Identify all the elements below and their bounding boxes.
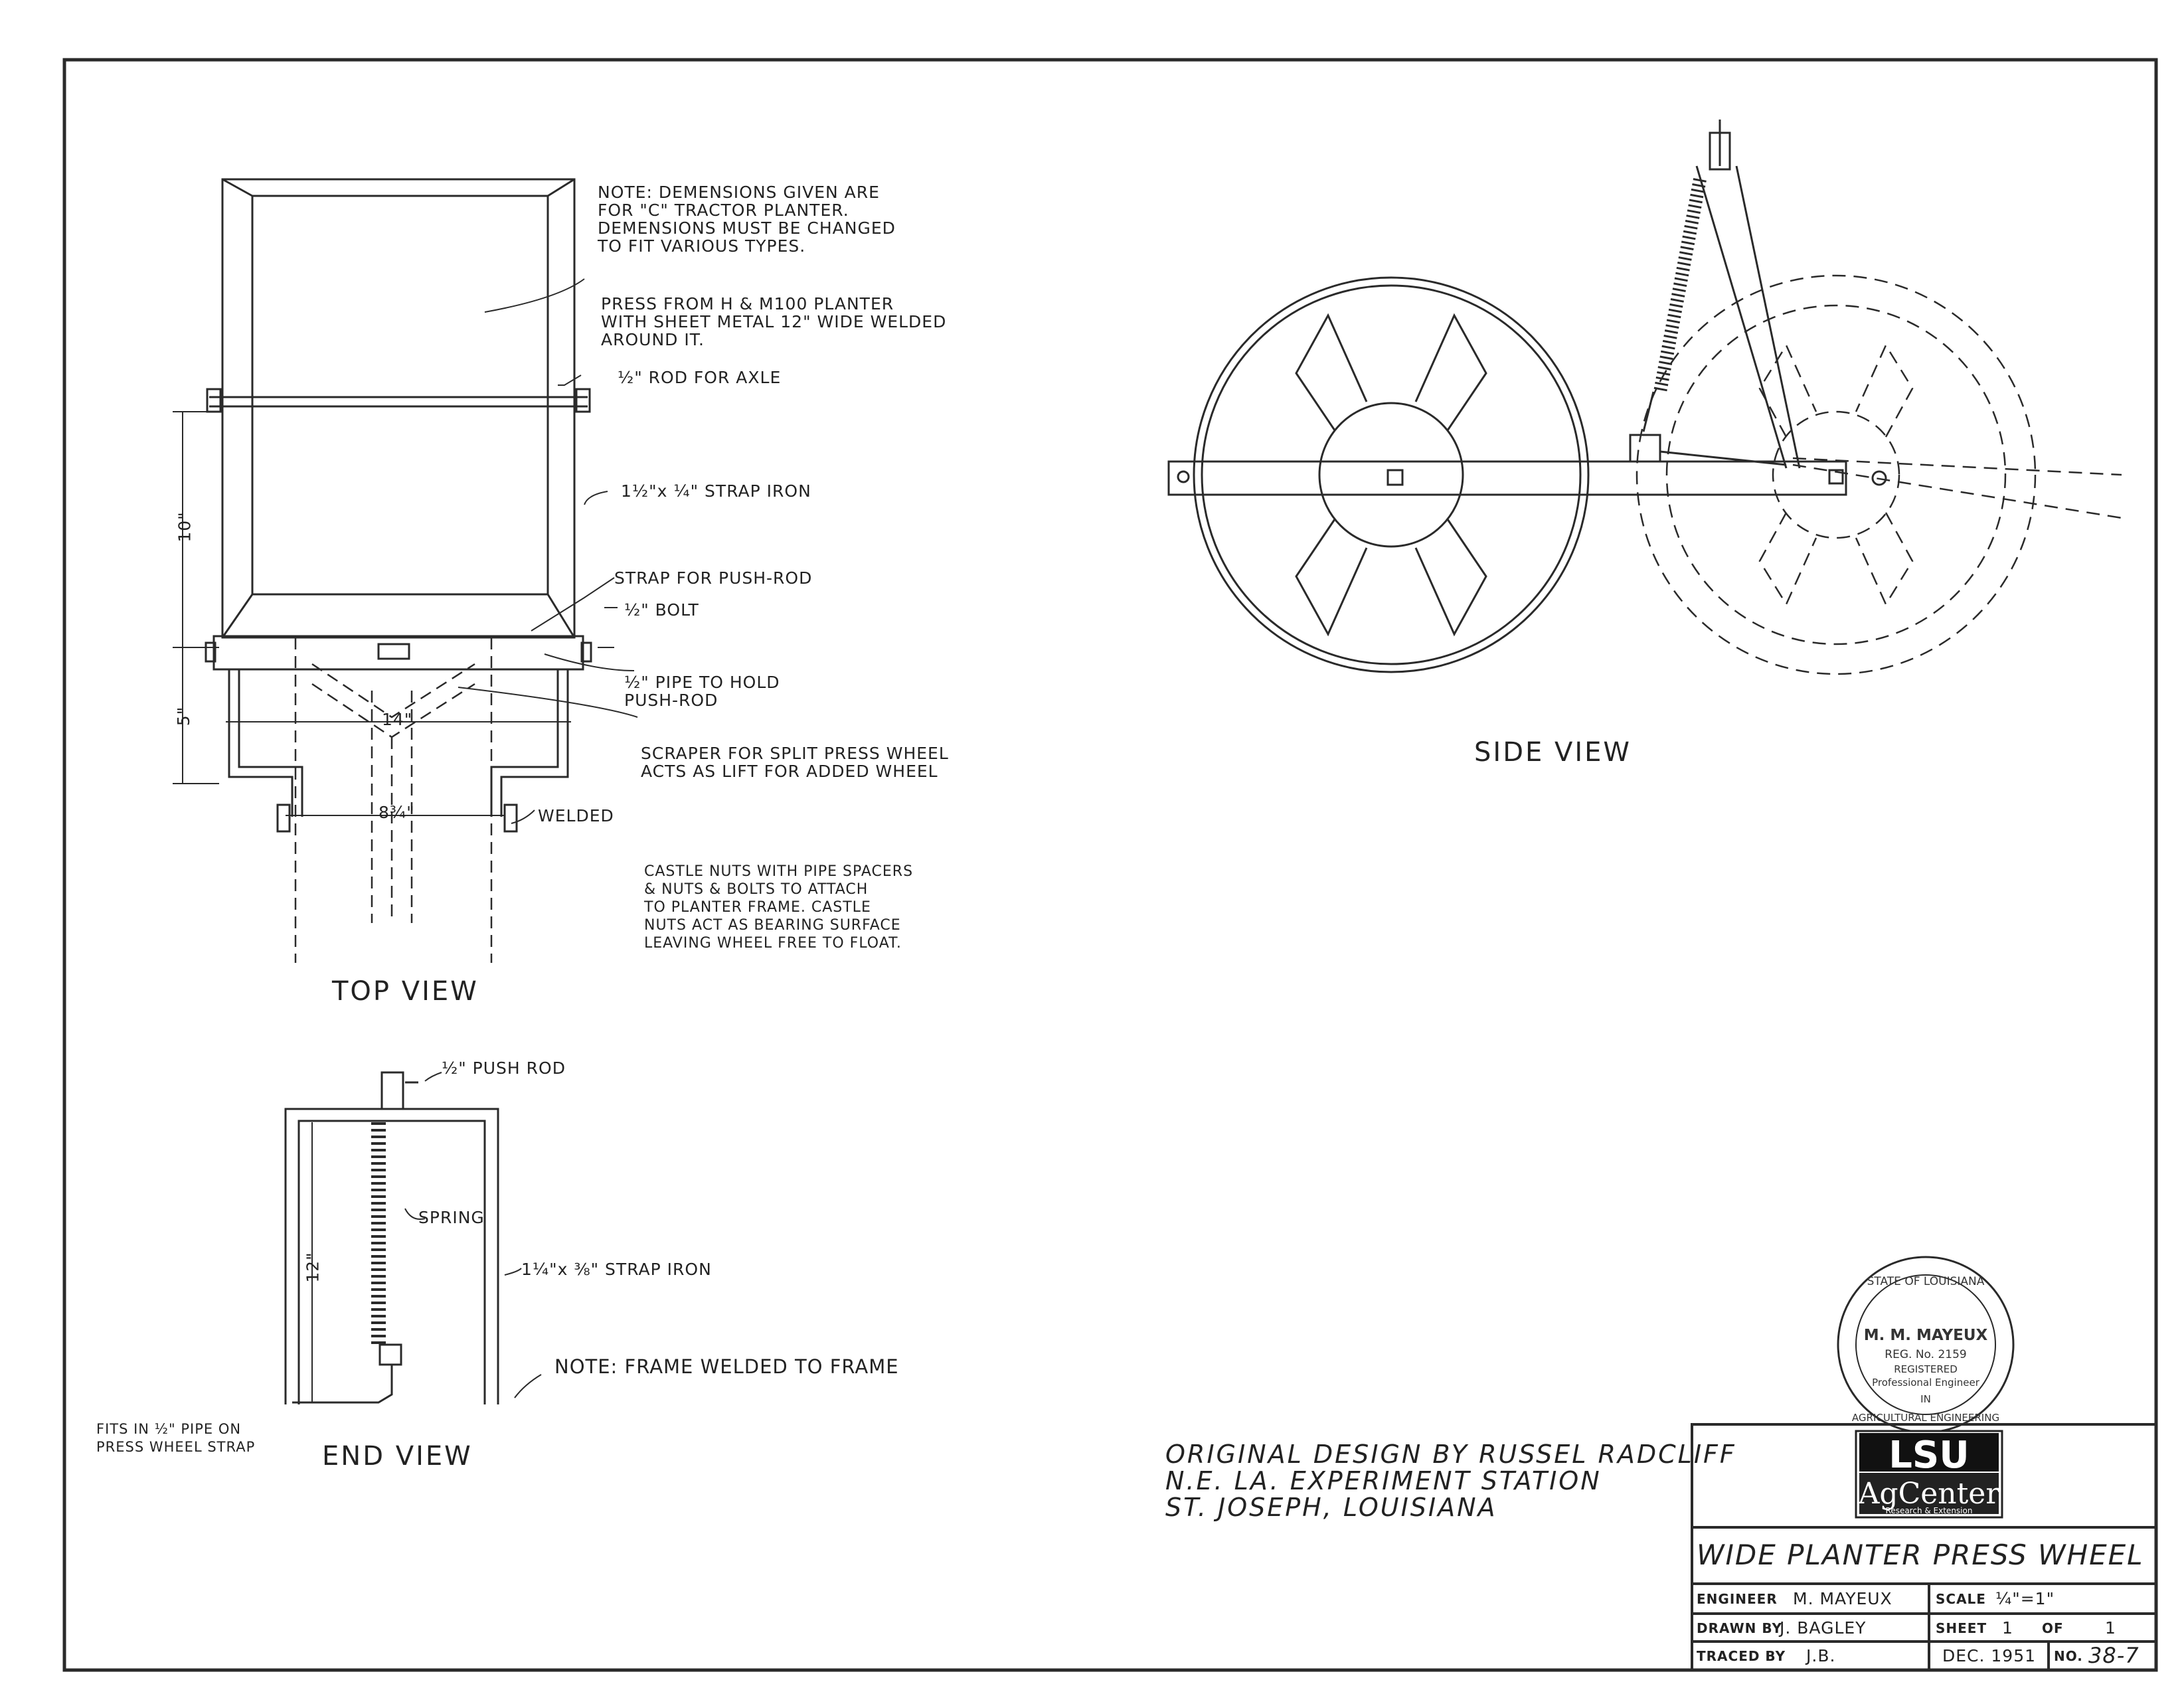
push-rod-label: ½" PUSH ROD xyxy=(442,1058,566,1078)
drawing-no-value: 38-7 xyxy=(2088,1643,2140,1668)
top-view-title: TOP VIEW xyxy=(332,976,479,1007)
date-value: DEC. 1951 xyxy=(1942,1646,2037,1665)
dim-12: 12" xyxy=(303,1252,323,1283)
drawing-title: WIDE PLANTER PRESS WHEEL xyxy=(1697,1539,2144,1571)
dim-5: 5" xyxy=(174,706,194,726)
title-block-grid xyxy=(1691,1423,2157,1671)
side-view-drawing xyxy=(1167,120,2122,675)
svg-text:Research & Extension: Research & Extension xyxy=(1886,1506,1973,1515)
sheet-border xyxy=(62,58,2158,1672)
svg-text:REGISTERED: REGISTERED xyxy=(1894,1363,1958,1375)
bolt-label: ½" BOLT xyxy=(624,600,699,620)
scale-value: ¼"=1" xyxy=(1995,1589,2055,1608)
top-view-drawing xyxy=(173,178,638,963)
end-strap-iron-label: 1¼"x ⅜" STRAP IRON xyxy=(521,1260,712,1279)
dim-8-75: 8¾" xyxy=(378,803,415,822)
scale-label: SCALE xyxy=(1936,1591,1986,1607)
engineer-seal: STATE OF LOUISIANA M. M. MAYEUX REG. No.… xyxy=(1837,1256,2015,1434)
drawn-by-value: J. BAGLEY xyxy=(1780,1618,1867,1638)
frame-note: NOTE: FRAME WELDED TO FRAME xyxy=(554,1355,899,1378)
svg-text:AgCenter: AgCenter xyxy=(1858,1477,2001,1511)
dim-14: 14" xyxy=(382,710,413,729)
spring-label: SPRING xyxy=(418,1208,485,1227)
traced-by-value: J.B. xyxy=(1806,1646,1836,1665)
drawn-by-label: DRAWN BY xyxy=(1697,1620,1782,1636)
svg-text:M. M. MAYEUX: M. M. MAYEUX xyxy=(1864,1327,1988,1344)
strap-iron-label: 1½"x ¼" STRAP IRON xyxy=(621,481,811,501)
drawing-no-label: NO. xyxy=(2054,1648,2083,1664)
side-view-title: SIDE VIEW xyxy=(1474,737,1632,768)
sheet-label: SHEET xyxy=(1936,1620,1987,1636)
svg-text:IN: IN xyxy=(1920,1393,1931,1405)
dim-10: 10" xyxy=(175,511,195,543)
of-label: OF xyxy=(2042,1620,2064,1636)
engineer-value: M. MAYEUX xyxy=(1793,1589,1892,1608)
welded-label: WELDED xyxy=(538,806,614,825)
svg-text:LSU: LSU xyxy=(1889,1434,1970,1477)
lsu-agcenter-logo: LSU AgCenter Research & Extension xyxy=(1855,1430,2003,1519)
rod-axle-label: ½" ROD FOR AXLE xyxy=(618,368,782,387)
svg-text:AGRICULTURAL ENGINEERING: AGRICULTURAL ENGINEERING xyxy=(1852,1412,1999,1424)
sheet-value: 1 xyxy=(2002,1618,2013,1638)
seal-text: STATE OF LOUISIANA M. M. MAYEUX REG. No.… xyxy=(1852,1275,1999,1424)
castle-nuts-label: CASTLE NUTS WITH PIPE SPACERS& NUTS & BO… xyxy=(644,863,914,952)
end-view-drawing xyxy=(284,1071,542,1404)
of-value: 1 xyxy=(2105,1618,2116,1638)
engineer-label: ENGINEER xyxy=(1697,1591,1778,1607)
svg-text:STATE OF LOUISIANA: STATE OF LOUISIANA xyxy=(1867,1275,1985,1288)
traced-by-label: TRACED BY xyxy=(1697,1648,1786,1664)
svg-text:Professional Engineer: Professional Engineer xyxy=(1872,1377,1980,1389)
end-view-title: END VIEW xyxy=(322,1441,473,1472)
svg-text:REG. No. 2159: REG. No. 2159 xyxy=(1885,1348,1966,1361)
strap-push-rod-label: STRAP FOR PUSH-ROD xyxy=(614,568,813,588)
